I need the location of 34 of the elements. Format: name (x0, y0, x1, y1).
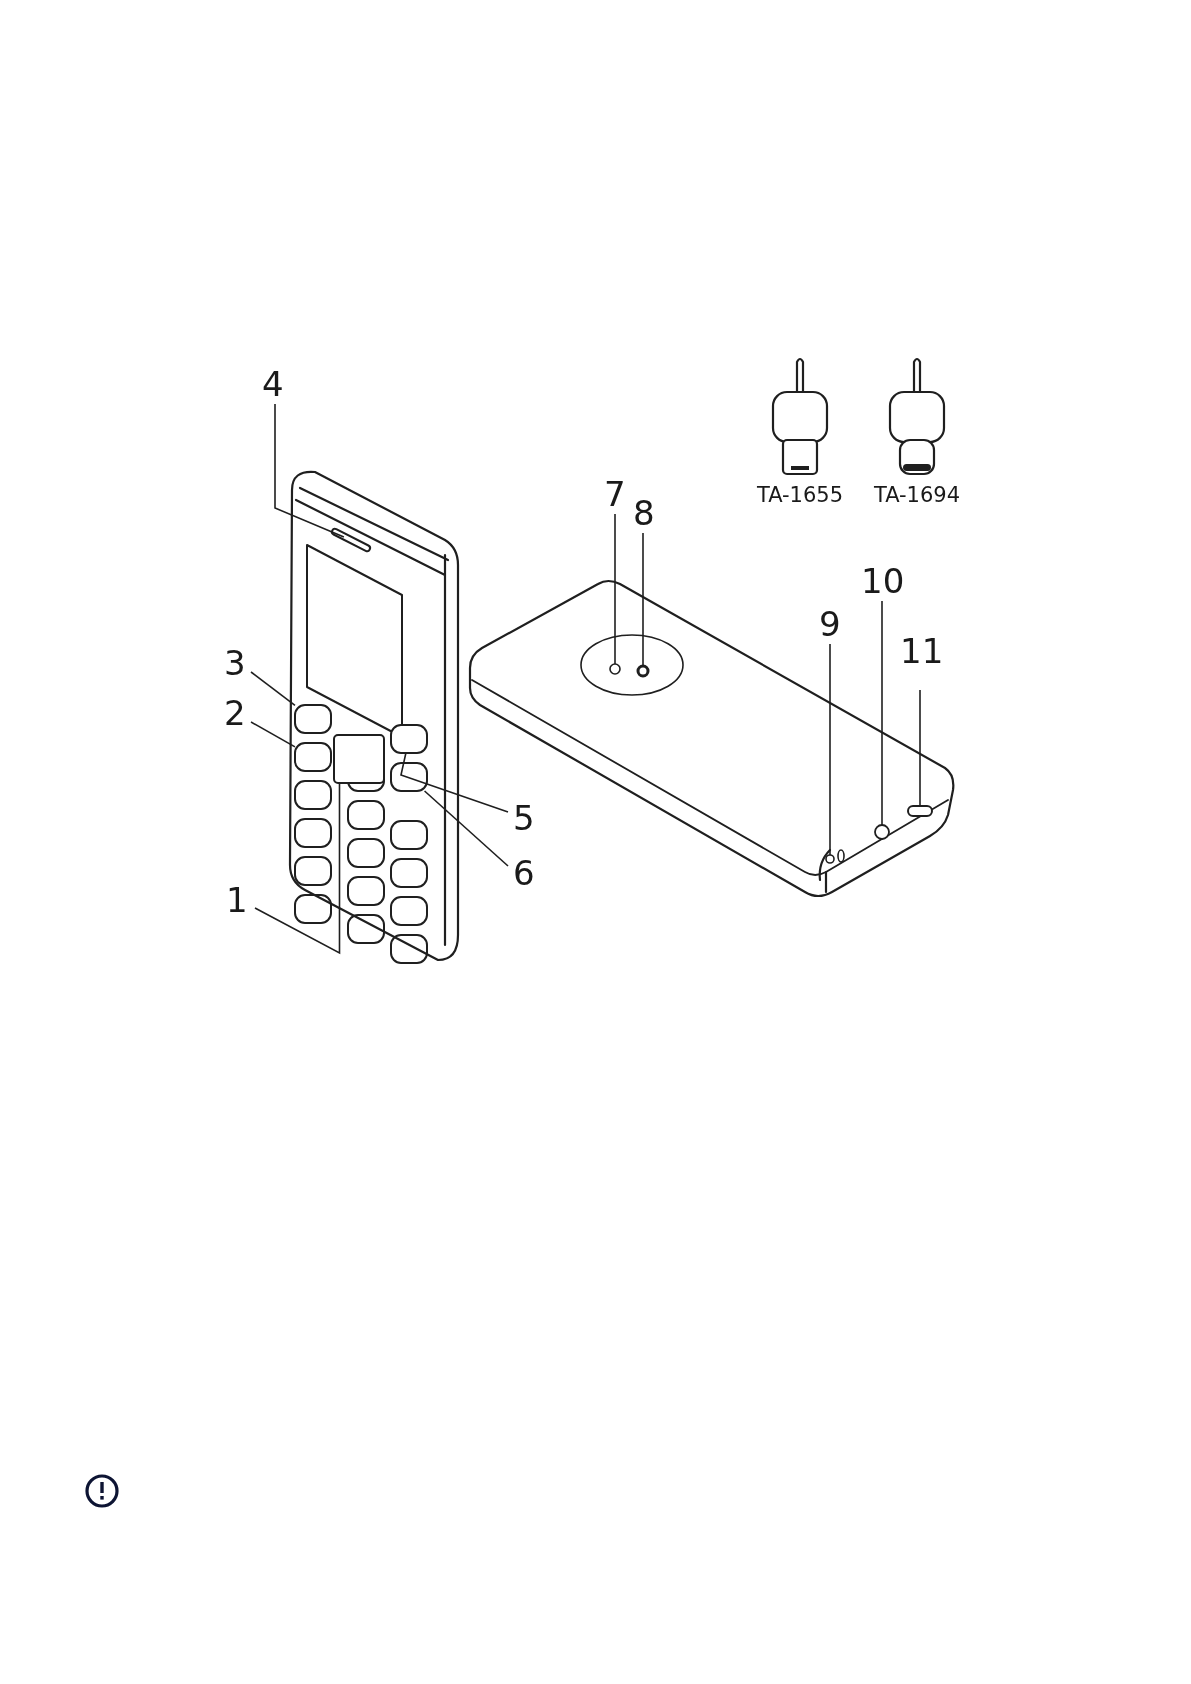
microphone-hole (825, 854, 835, 864)
leader-line (829, 643, 831, 856)
flash-hole (609, 663, 621, 675)
leader-line (254, 782, 341, 955)
callout-number: 1 (226, 882, 248, 918)
callout-number: 3 (224, 645, 246, 681)
leader-line (250, 671, 296, 707)
leader-line (919, 689, 921, 807)
leader-line (423, 790, 509, 867)
callout-number: 9 (819, 606, 841, 642)
end-key (390, 762, 428, 792)
leader-line (642, 532, 644, 667)
leader-line (250, 721, 296, 748)
callout-number: 4 (262, 366, 284, 402)
callout-number: 7 (604, 476, 626, 512)
right-selection-key (390, 724, 428, 754)
callout-number: 8 (633, 495, 655, 531)
model-label: TA-1694 (873, 483, 961, 507)
callout-number: 6 (513, 855, 535, 891)
headset-jack (874, 824, 890, 840)
leader-line (400, 752, 509, 813)
charging-port (907, 805, 933, 817)
leader-line (881, 600, 883, 826)
leader-line (614, 513, 616, 665)
model-label: TA-1655 (756, 483, 844, 507)
callout-number: 2 (224, 695, 246, 731)
leader-line (274, 403, 345, 538)
navigation-key (333, 734, 385, 784)
call-key (294, 742, 332, 772)
callout-number: 10 (861, 563, 905, 599)
left-selection-key (294, 704, 332, 734)
callout-number: 11 (900, 633, 944, 669)
camera-lens (636, 664, 650, 678)
callout-number: 5 (513, 800, 535, 836)
